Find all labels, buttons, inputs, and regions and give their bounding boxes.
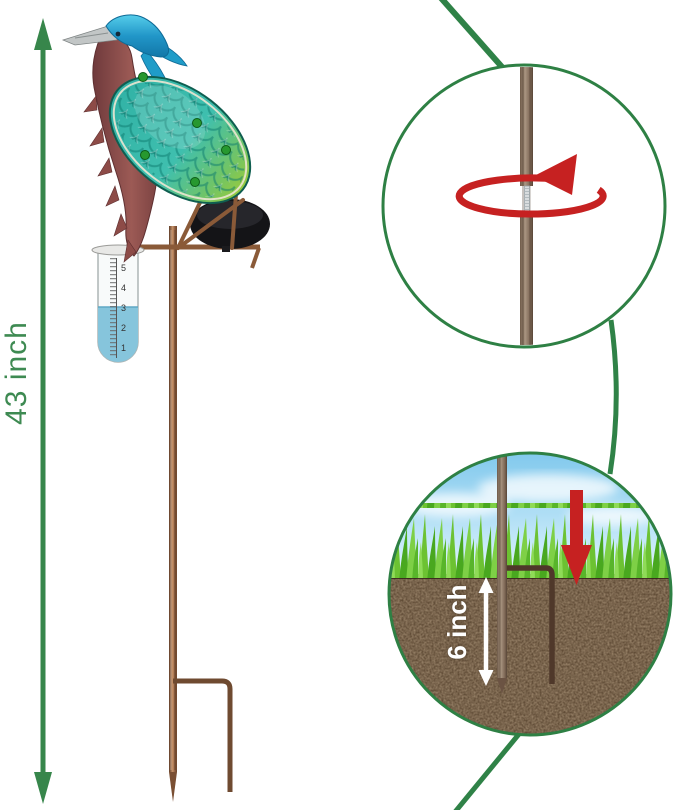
gauge-scale-number: 1 <box>121 343 126 353</box>
rotation-callout <box>381 63 667 349</box>
gauge-scale-number: 4 <box>121 283 126 293</box>
heron-eye <box>115 31 121 37</box>
product-photo: 5 4 3 2 1 <box>61 14 270 802</box>
wing-jewels <box>138 72 231 187</box>
rain-gauge-scale: 5 4 3 2 1 <box>110 258 126 358</box>
stake-prong-underground <box>502 565 555 684</box>
ground-callout <box>387 451 673 737</box>
callout-leader-line-middle <box>607 319 619 475</box>
stake-pole-tip <box>169 772 177 802</box>
rotate-arrow-icon <box>455 174 607 218</box>
bracket-bend <box>250 247 261 269</box>
rotate-arrowhead-icon <box>534 154 577 195</box>
heron-figure <box>61 14 252 263</box>
height-dimension-arrow <box>34 18 52 804</box>
callout-pole-joint <box>520 67 533 345</box>
rain-gauge: 5 4 3 2 1 <box>91 244 145 363</box>
gauge-scale-number: 5 <box>121 263 126 273</box>
depth-dimension-arrow <box>478 577 494 686</box>
heron-head <box>105 14 170 58</box>
insert-down-arrow-icon <box>561 490 592 585</box>
rotation-callout-circle <box>381 63 667 349</box>
stake-pole <box>169 226 177 772</box>
ground-callout-circle <box>387 451 673 737</box>
stake-in-ground <box>497 453 555 694</box>
stake-pole-underground <box>497 453 507 678</box>
callout-leader-line-bottom <box>453 732 521 810</box>
stake-prong <box>173 678 233 792</box>
solar-light <box>190 199 270 252</box>
gauge-scale-number: 3 <box>121 303 126 313</box>
heron-neck-feathers <box>83 95 137 263</box>
soil-texture <box>389 576 671 735</box>
gauge-scale-number: 2 <box>121 323 126 333</box>
heron-wing <box>108 75 252 205</box>
callout-leader-line-top <box>438 0 505 69</box>
gauge-water <box>98 307 138 362</box>
